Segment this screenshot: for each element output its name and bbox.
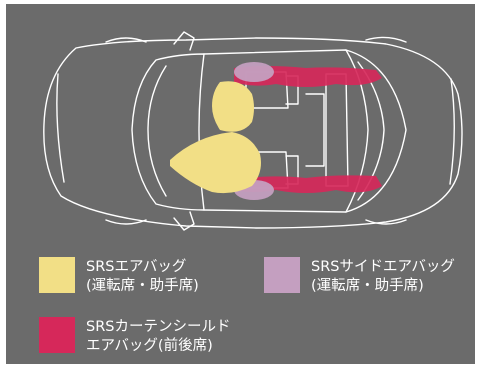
car-body-outline (43, 37, 463, 229)
passenger-front-airbag (212, 81, 254, 132)
legend-side-line2: (運転席・助手席) (311, 278, 424, 294)
legend-label-side-airbag: SRSサイドエアバッグ (運転席・助手席) (311, 258, 455, 296)
windshield-outline (131, 53, 205, 211)
legend-curtain-line2: エアバッグ(前後席) (86, 338, 213, 354)
legend-curtain-line1: SRSカーテンシールド (86, 319, 231, 335)
legend-swatch-front-airbag (39, 257, 75, 293)
airbag-diagram-panel: SRSエアバッグ (運転席・助手席) SRSサイドエアバッグ (運転席・助手席)… (6, 4, 475, 364)
car-top-view-illustration (43, 31, 463, 231)
legend-front-line1: SRSエアバッグ (86, 259, 187, 275)
legend-swatch-curtain-airbag (39, 317, 75, 353)
driver-front-airbag (170, 132, 261, 194)
legend-side-line1: SRSサイドエアバッグ (311, 259, 455, 275)
legend-swatch-side-airbag (264, 257, 300, 293)
legend-label-curtain-airbag: SRSカーテンシールド エアバッグ(前後席) (86, 318, 230, 356)
legend-front-line2: (運転席・助手席) (86, 278, 199, 294)
legend-label-front-airbag: SRSエアバッグ (運転席・助手席) (86, 258, 199, 296)
side-airbag-upper (234, 62, 274, 82)
